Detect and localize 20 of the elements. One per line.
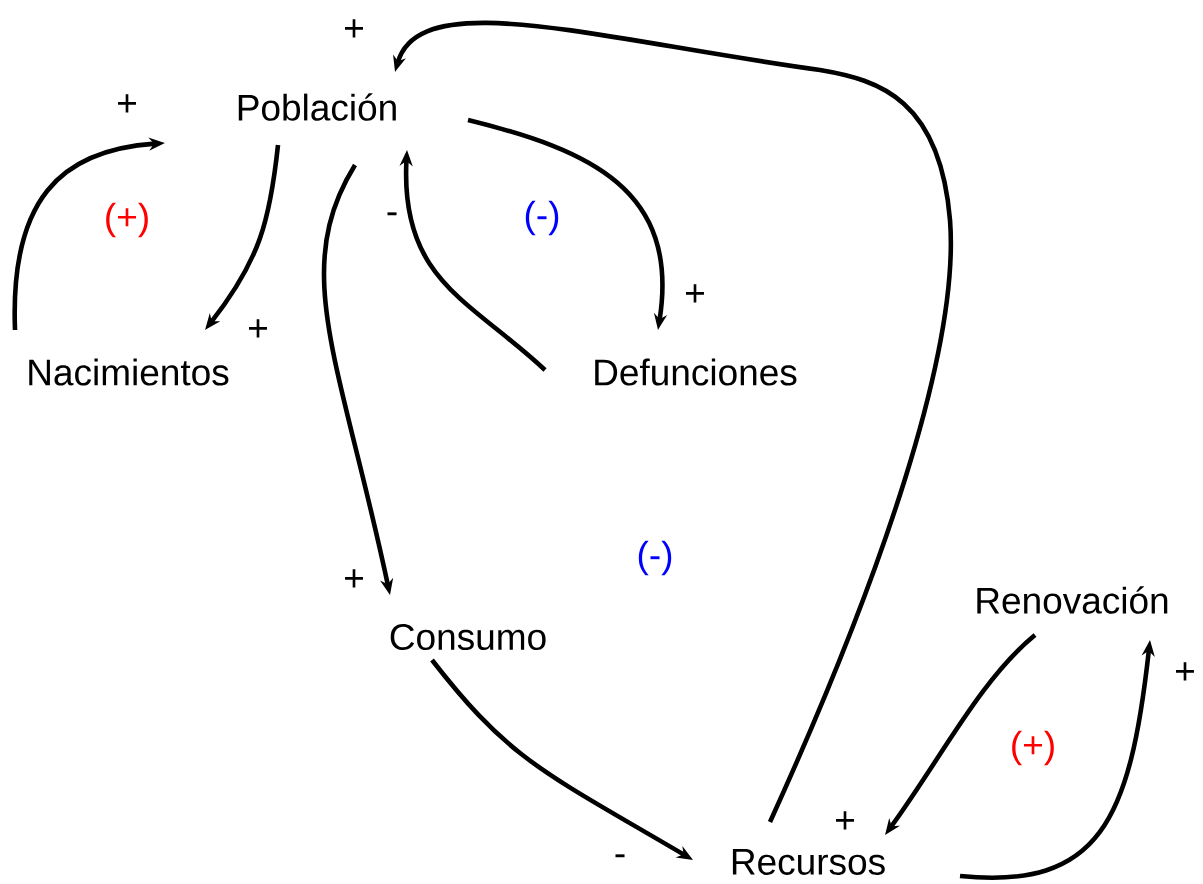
arrow <box>393 20 953 823</box>
edge-label: + <box>118 94 136 113</box>
loop-label: (+) <box>106 202 148 238</box>
edge-label: + <box>1176 662 1194 681</box>
loop-label: (+) <box>1012 730 1054 766</box>
variable-label: Población <box>238 93 396 121</box>
variable-label: Defunciones <box>595 358 797 386</box>
variable-label: Recursos <box>732 849 885 875</box>
variable-label: Renovación <box>977 586 1168 614</box>
edge-label: - <box>615 854 625 858</box>
edge-label: - <box>387 212 397 216</box>
edge-label: + <box>836 811 854 830</box>
variable-label: Consumo <box>390 623 546 651</box>
loop-label: (-) <box>525 200 559 236</box>
edge-label: + <box>686 284 704 303</box>
variable-label: Nacimientos <box>29 358 229 386</box>
loop-label: (-) <box>638 540 672 576</box>
edge-label: + <box>249 319 267 338</box>
edge-label: + <box>345 569 363 588</box>
edge-label: + <box>345 19 363 38</box>
